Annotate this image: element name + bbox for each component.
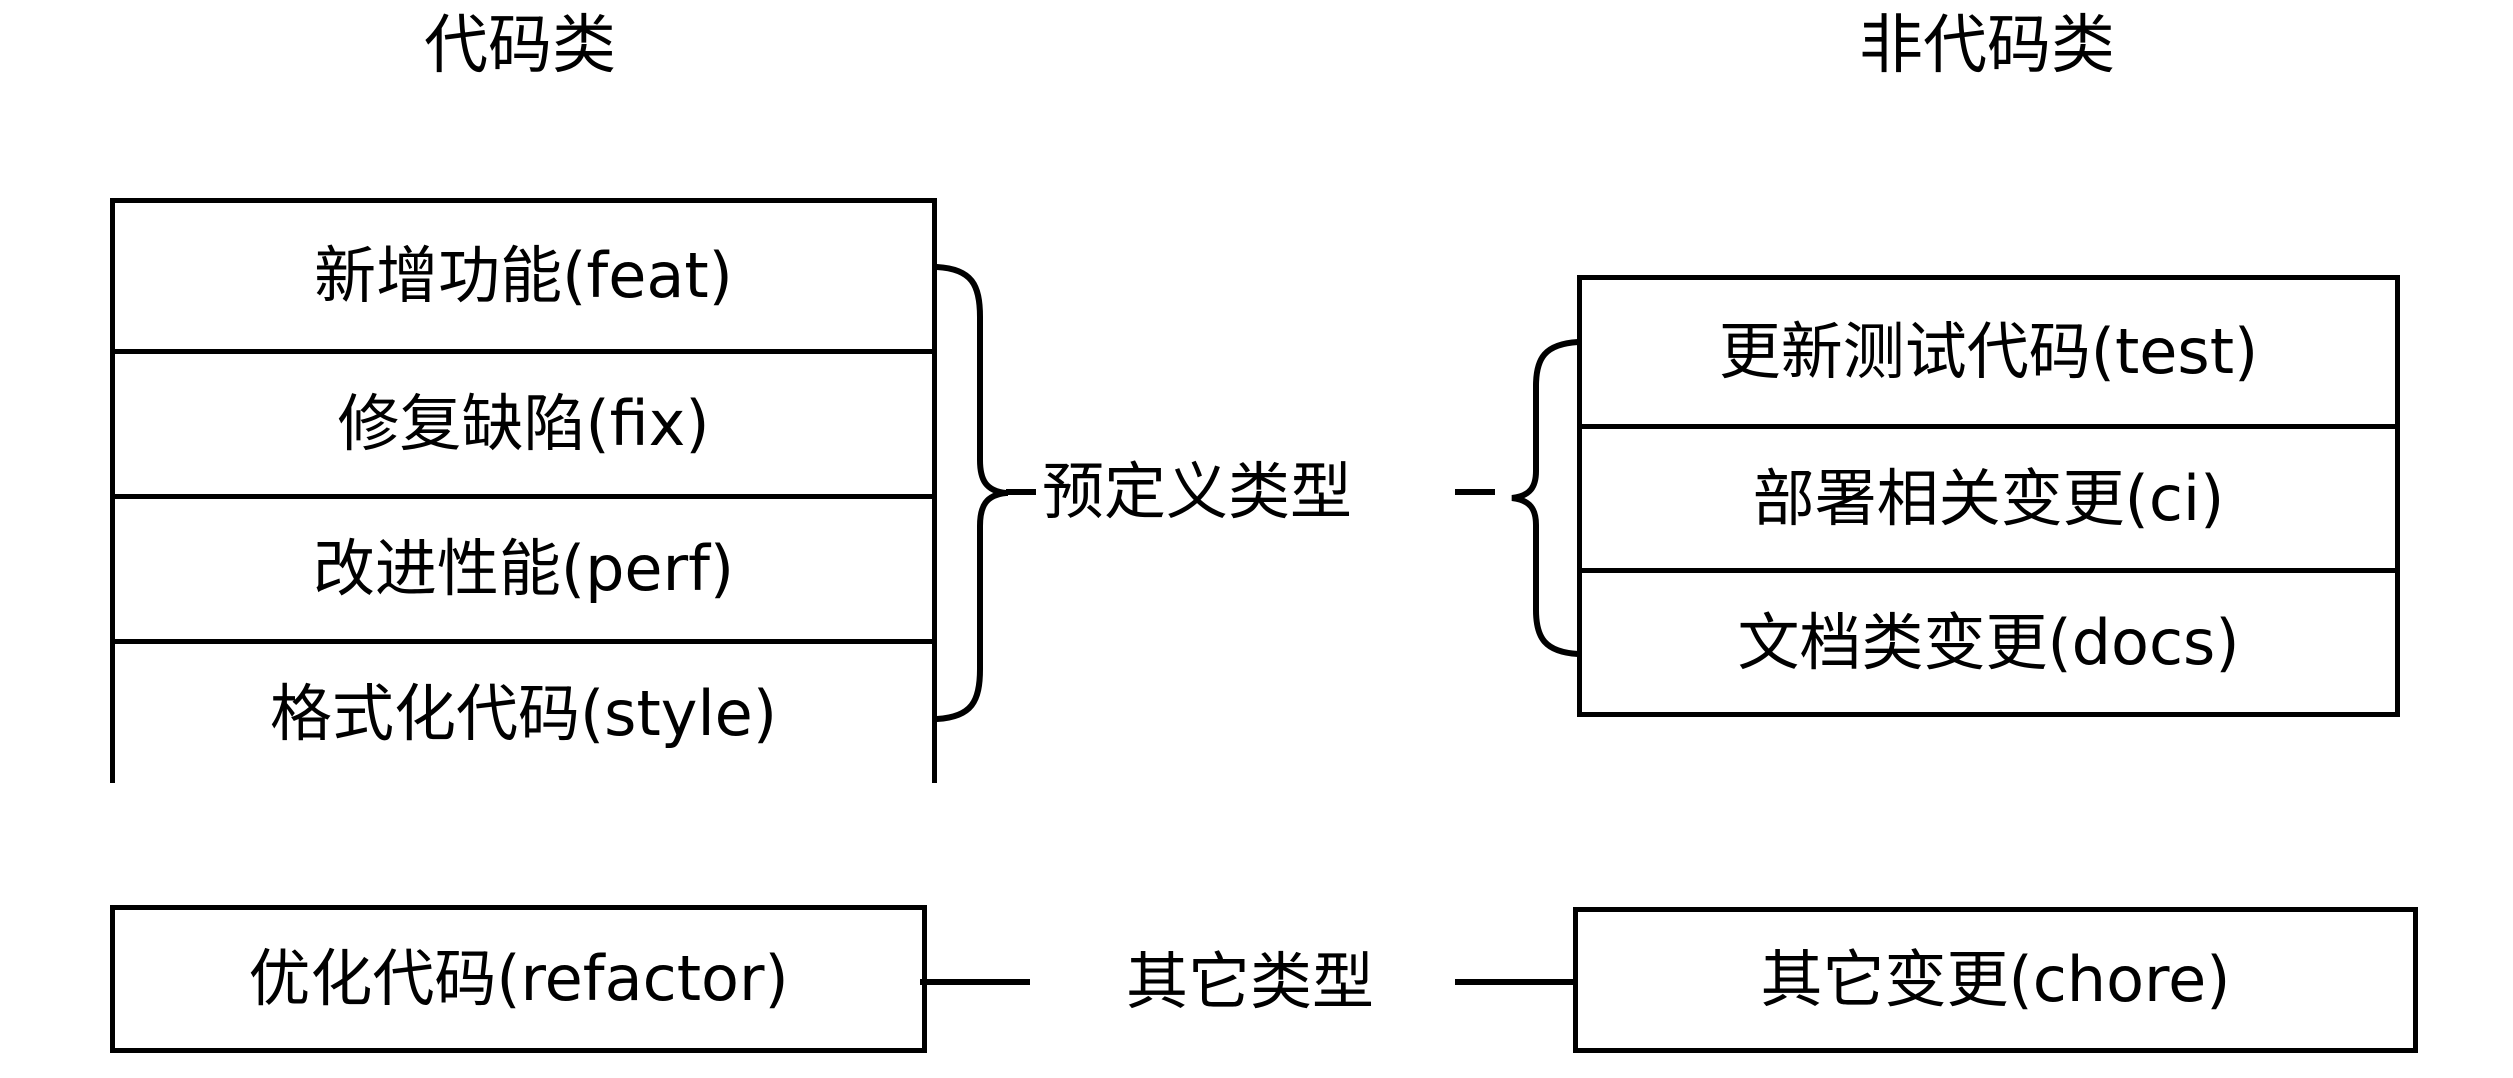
table-row-test: 更新测试代码(test) bbox=[1582, 280, 2395, 424]
table-row-perf: 改进性能(perf) bbox=[115, 494, 932, 639]
right-brace-connector-line bbox=[1455, 489, 1495, 495]
right-curly-brace bbox=[1511, 339, 1581, 657]
column-heading-noncode: 非代码类 bbox=[1859, 9, 2115, 83]
table-row-ci: 部署相关变更(ci) bbox=[1582, 424, 2395, 568]
group-label-other: 其它类型 bbox=[1119, 951, 1381, 1013]
group-label-predefined: 预定义类型 bbox=[1035, 461, 1359, 523]
other-right-connector-line bbox=[1455, 979, 1573, 985]
table-row-docs: 文档类变更(docs) bbox=[1582, 568, 2395, 712]
table-row-fix: 修复缺陷(fix) bbox=[115, 349, 932, 494]
other-left-connector-line bbox=[920, 979, 1030, 985]
column-heading-code: 代码类 bbox=[424, 9, 616, 83]
left-curly-brace bbox=[934, 264, 1008, 722]
table-row-style: 格式化代码(style) bbox=[115, 639, 932, 784]
table-row-feat: 新增功能(feat) bbox=[115, 203, 932, 349]
code-types-table: 新增功能(feat) 修复缺陷(fix) 改进性能(perf) 格式化代码(st… bbox=[110, 198, 937, 784]
other-code-type-box: 优化代码(refactor) bbox=[110, 905, 927, 1053]
other-noncode-type-box: 其它变更(chore) bbox=[1573, 907, 2418, 1053]
noncode-types-table: 更新测试代码(test) 部署相关变更(ci) 文档类变更(docs) bbox=[1577, 275, 2400, 717]
